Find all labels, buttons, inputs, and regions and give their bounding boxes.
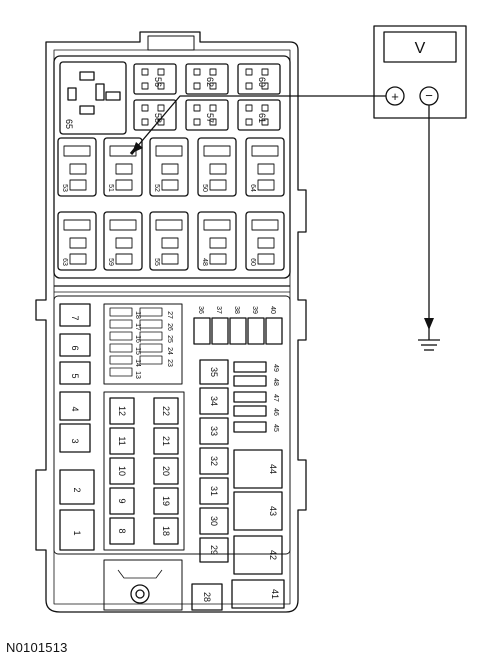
fuse-label: 30: [209, 516, 219, 526]
fuse-column-c3: [191, 359, 229, 611]
relay-label: 64: [249, 184, 256, 192]
fuse-label: 21: [161, 436, 171, 446]
upper-relay-panel: [53, 55, 291, 279]
lower-fuse-panel: [53, 295, 291, 555]
fuse-label: 47: [272, 394, 279, 402]
relay-label: 59: [107, 258, 114, 266]
relay-label: 53: [61, 184, 68, 192]
fuse-label: 28: [202, 592, 212, 602]
fuse-label: 3: [70, 438, 80, 443]
fuse-label: 40: [269, 306, 276, 314]
relay-54: [59, 61, 127, 135]
relay-label: 51: [107, 184, 114, 192]
fuse-label: 7: [70, 315, 80, 320]
fuse-label: 14: [134, 359, 141, 367]
fuse-label: 31: [209, 486, 219, 496]
fuse-label: 20: [161, 466, 171, 476]
meter-symbol: V: [415, 40, 426, 57]
fuse-label: 45: [272, 424, 279, 432]
fuse-label: 4: [70, 406, 80, 411]
fuse-label: 23: [166, 359, 173, 367]
fuse-label: 18: [134, 311, 141, 319]
fuse-label: 16: [134, 335, 141, 343]
fuse-label: 1: [72, 530, 82, 535]
fuse-label: 33: [209, 426, 219, 436]
fuse-label: 24: [166, 347, 173, 355]
fuse-label: 10: [117, 466, 127, 476]
fuse-label: 49: [272, 364, 279, 372]
minus-label: −: [425, 88, 433, 103]
ground-icon: [418, 330, 440, 351]
relay-label: 55: [153, 258, 160, 266]
fuse-label: 11: [117, 436, 127, 445]
fuse-label: 12: [117, 406, 127, 416]
fuse-label: 13: [134, 371, 141, 379]
fuse-label: 39: [251, 306, 258, 314]
fuse-label: 37: [215, 306, 222, 314]
fuse-label: 29: [209, 545, 219, 555]
fuse-column-c1: [109, 397, 135, 545]
fuse-label: 18: [161, 526, 171, 536]
relay-column-right: [231, 449, 285, 609]
voltmeter: [373, 25, 467, 119]
fuse-label: 17: [134, 323, 141, 331]
relay-label: 41: [270, 589, 280, 599]
relay-label: 58: [153, 113, 163, 123]
fuse-label: 27: [166, 311, 173, 319]
fuse-label: 8: [117, 528, 127, 533]
fuse-label: 6: [70, 345, 80, 350]
relay-label: 65: [64, 119, 74, 129]
fuse-label: 22: [161, 406, 171, 416]
housing-outline: [35, 31, 307, 613]
relay-label: 48: [201, 258, 208, 266]
positive-probe-lead: [135, 95, 386, 149]
large-relay-row-2: [57, 211, 285, 271]
fuse-label: 34: [209, 396, 219, 406]
fuse-column-c2: [153, 397, 179, 545]
fuse-label: 38: [233, 306, 240, 314]
fuse-label: 48: [272, 378, 279, 386]
relay-label: 43: [268, 506, 278, 516]
fuse-label: 26: [166, 323, 173, 331]
fuse-label: 19: [161, 496, 171, 506]
large-relay-row-1: [57, 137, 285, 197]
plus-label: +: [391, 89, 399, 104]
fuse-row-top-right: [193, 317, 283, 345]
relay-label: 63: [61, 258, 68, 266]
fuse-label: 2: [72, 487, 82, 492]
fuse-column-far-right: [233, 361, 267, 433]
relay-label: 60: [257, 77, 267, 87]
relay-label: 44: [268, 464, 278, 474]
fuse-label: 5: [70, 373, 80, 378]
figure-reference: N0101513: [6, 640, 68, 655]
fuse-label: 32: [209, 456, 219, 466]
fuse-label: 46: [272, 408, 279, 416]
fuse-label: 35: [209, 367, 219, 377]
relay-label: 62: [205, 77, 215, 87]
relay-label: 42: [268, 550, 278, 560]
relay-label: 57: [205, 113, 215, 123]
relay-label: 56: [153, 77, 163, 87]
fuse-label: 36: [197, 306, 204, 314]
fuse-label: 15: [134, 347, 141, 355]
fuse-label: 25: [166, 335, 173, 343]
relay-label: 50: [201, 184, 208, 192]
relay-label: 52: [153, 184, 160, 192]
fuse-label: 9: [117, 498, 127, 503]
relay-label: 60: [249, 258, 256, 266]
relay-label: 61: [257, 113, 267, 123]
left-fuse-column: [59, 303, 95, 551]
